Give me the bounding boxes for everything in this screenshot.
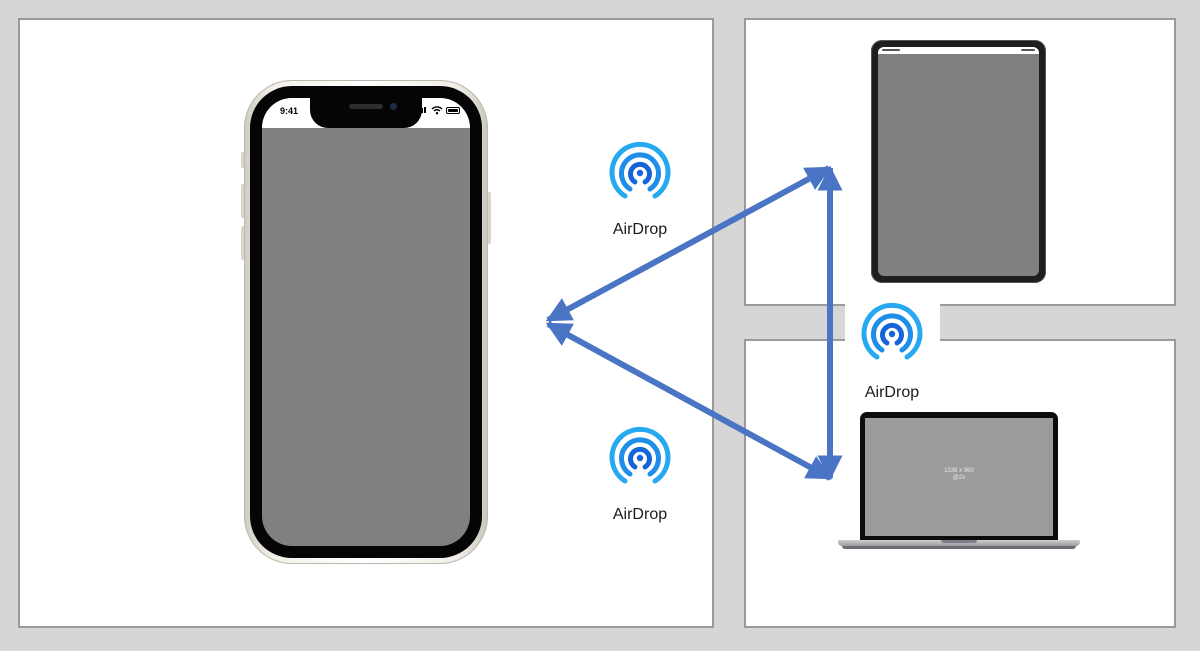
macbook-device: 1536 x 960 @2x: [838, 412, 1080, 550]
ipad-screen: [878, 47, 1039, 276]
iphone-silent-switch: [241, 152, 245, 168]
ipad-status-bar: [878, 47, 1039, 54]
macbook-base-shadow: [842, 546, 1076, 549]
iphone-camera: [390, 103, 397, 110]
arrow-iphone-macbook: [545, 321, 833, 481]
arrow-iphone-ipad: [545, 165, 832, 323]
ipad-device: [871, 40, 1046, 283]
iphone-screen: 9:41: [262, 98, 470, 546]
macbook-opening-notch: [941, 540, 977, 543]
airdrop-icon: [609, 426, 671, 490]
airdrop-badge-top: AirDrop: [595, 137, 685, 239]
macbook-resolution-label: 1536 x 960 @2x: [865, 468, 1053, 482]
macbook-screen: 1536 x 960 @2x: [865, 418, 1053, 536]
airdrop-badge-bottom: AirDrop: [595, 422, 685, 524]
iphone-status-time: 9:41: [280, 106, 299, 116]
wifi-icon: [431, 106, 443, 115]
airdrop-label: AirDrop: [612, 221, 668, 238]
battery-icon: [446, 107, 460, 114]
ipad-status-time-mark: [882, 49, 900, 51]
airdrop-badge-right: AirDrop: [847, 298, 937, 402]
airdrop-icon: [861, 302, 923, 366]
airdrop-icon: [609, 141, 671, 205]
airdrop-label: AirDrop: [612, 506, 668, 523]
iphone-volume-up-button: [241, 184, 245, 218]
iphone-side-button: [487, 192, 491, 244]
ipad-status-icons-mark: [1021, 49, 1035, 51]
macbook-lid: 1536 x 960 @2x: [860, 412, 1058, 540]
iphone-speaker: [349, 104, 383, 109]
macbook-base: [838, 540, 1080, 546]
airdrop-label: AirDrop: [864, 384, 920, 401]
macbook-resolution-size: 1536 x 960: [944, 468, 974, 474]
iphone-device: 9:41: [241, 80, 491, 564]
iphone-volume-down-button: [241, 226, 245, 260]
macbook-resolution-scale: @2x: [952, 475, 966, 481]
iphone-notch: [310, 98, 422, 128]
